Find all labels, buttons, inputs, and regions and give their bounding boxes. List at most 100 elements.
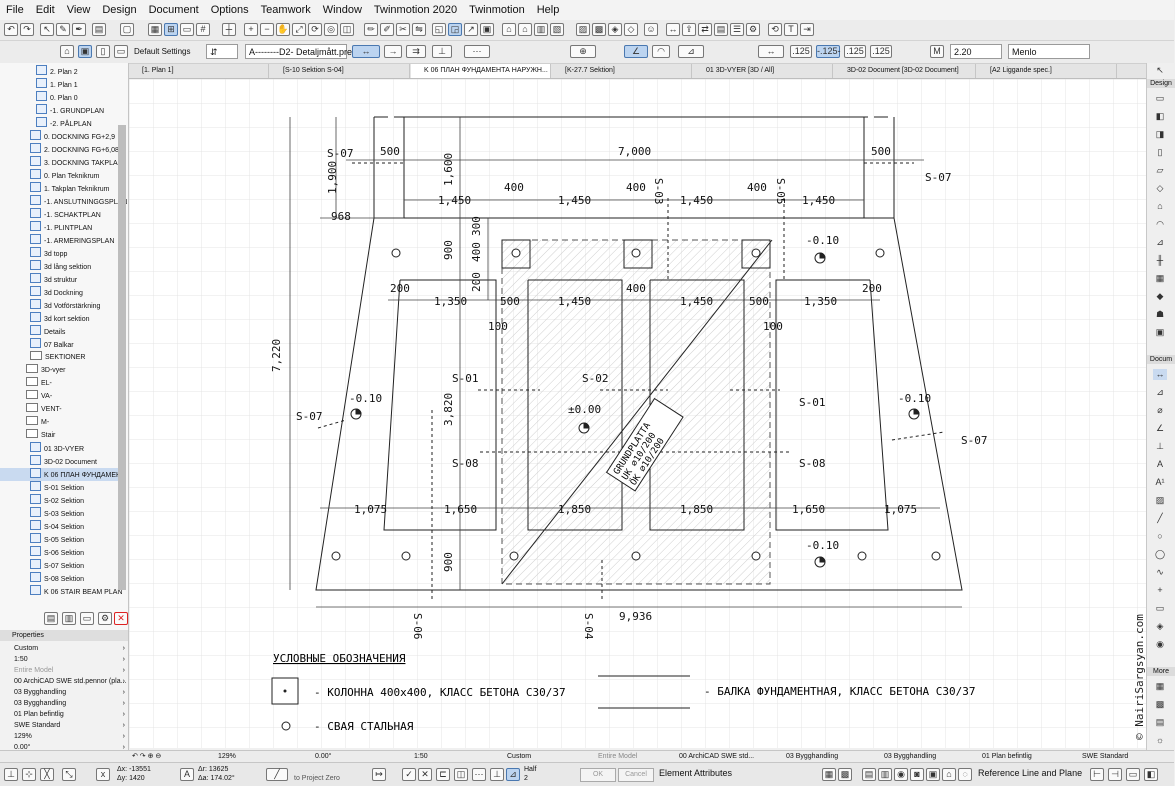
dim-arrow-icon[interactable]: → [384,45,402,58]
grid-tool-icon[interactable]: ▦ [1155,681,1165,691]
relative-coord-icon[interactable]: x [96,768,110,781]
navigator-item[interactable]: 0. DOCKNING FG+2,9 [0,130,118,143]
navigator-item[interactable]: 0. Plan Teknikrum [0,169,118,182]
zone-tool-icon[interactable]: ▣ [1155,327,1165,337]
skylight-tool-icon[interactable]: ▤ [1155,717,1165,727]
figure-tool-icon[interactable]: ▭ [1155,603,1165,613]
ruler-icon[interactable]: ▭ [180,23,194,36]
grid-snap-icon[interactable]: ▦ [148,23,162,36]
navigator-item[interactable]: S-05 Sektion [0,533,118,546]
menu-twinmotion[interactable]: Twinmotion [469,4,525,16]
property-row[interactable]: 01 Plan befintlig› [0,709,128,720]
navigator-item[interactable]: VA- [0,390,118,403]
undo-zoom-icon[interactable]: ↶ ↷ ⊕ ⊖ [132,753,162,760]
doc-icon[interactable]: ▤ [714,23,728,36]
cross-icon[interactable]: ✕ [418,768,432,781]
export-icon[interactable]: ⇥ [800,23,814,36]
dim-chain-icon[interactable]: ⋯ [464,45,490,58]
section-view-icon[interactable]: ▧ [550,23,564,36]
eye-icon[interactable]: ◉ [894,768,908,781]
vector-icon[interactable]: ↦ [372,768,386,781]
3d-cursor-icon[interactable]: ↗ [464,23,478,36]
window-view-icon[interactable]: ▨ [576,23,590,36]
railing-tool-icon[interactable]: ╫ [1156,255,1164,265]
dim-base-icon[interactable]: ⊥ [432,45,452,58]
navigator-item[interactable]: -2. PÅLPLAN [0,117,118,130]
radial-dim-icon[interactable]: ⌀ [1157,405,1163,415]
arrow-icon[interactable]: ↖ [40,23,54,36]
ref-line-icon[interactable]: ⊢ [1090,768,1104,781]
edge-snap-icon[interactable]: ⊏ [436,768,450,781]
teamwork-icon[interactable]: ⇄ [698,23,712,36]
morph-tool-icon[interactable]: ◆ [1156,291,1164,301]
menu-design[interactable]: Design [102,4,137,16]
polyline-tool-icon[interactable]: ◯ [1154,549,1166,559]
settings-icon[interactable]: ⚙ [98,612,112,625]
dim-format-1[interactable]: .125 [790,45,812,58]
model-view-value[interactable]: Entire Model [598,753,638,760]
midpoint-icon[interactable]: ⋯ [472,768,486,781]
rotate-icon[interactable]: ⟳ [308,23,322,36]
navigator-item[interactable]: -1. GRUNDPLAN [0,104,118,117]
layer-set-icon[interactable]: ◇ [624,23,638,36]
ref-center-icon[interactable]: ◧ [1144,768,1158,781]
person-icon[interactable]: ☺ [644,23,658,36]
lamp-tool-icon[interactable]: ☼ [1155,735,1165,745]
measure-icon[interactable]: ↔ [666,23,680,36]
view-tab[interactable]: [K-27.7 Sektion] [552,64,692,78]
door-tool-icon[interactable]: ◧ [1155,111,1165,121]
wall-tool-icon[interactable]: ▭ [1155,93,1165,103]
dim-standard-value[interactable]: SWE Standard [1082,753,1129,760]
navigator-item[interactable]: 01 3D-VYER [0,442,118,455]
gear-icon[interactable]: ⚙ [746,23,760,36]
navigator-item[interactable]: VENT- [0,403,118,416]
hotspot-tool-icon[interactable]: + [1157,585,1163,595]
fit-icon[interactable]: ⤢ [292,23,306,36]
navigator-item[interactable]: S-04 Sektion [0,520,118,533]
dim-style-select[interactable]: A--------D2- Detaljmått.pres [245,44,357,59]
building-icon[interactable]: ⌂ [518,23,532,36]
property-row[interactable]: 129%› [0,731,128,742]
slab-tool-icon[interactable]: ◇ [1156,183,1164,193]
navigator-item[interactable]: 0. Plan 0 [0,91,118,104]
view-tab[interactable]: [S-10 Sektion S-04] [270,64,410,78]
navigator-item[interactable]: 3d topp [0,247,118,260]
property-row[interactable]: 03 Bygghandling› [0,687,128,698]
tracker-icon[interactable]: ⤡ [62,768,76,781]
navigator-item[interactable]: -1. ANSLUTNINGGSPLAN [0,195,127,208]
polar-coord-icon[interactable]: A [180,768,194,781]
trim-icon[interactable]: ✂ [396,23,410,36]
camera-icon[interactable]: ◙ [910,768,924,781]
home-icon[interactable]: ⌂ [942,768,956,781]
menu-options[interactable]: Options [210,4,249,16]
view-tab[interactable]: [A2 Liggande spec.] [977,64,1117,78]
folder-icon[interactable]: ▭ [80,612,94,625]
navigator-item[interactable]: S-06 Sektion [0,546,118,559]
elevation-tool-icon[interactable]: ◉ [1156,639,1164,649]
navigator-item[interactable]: S-03 Sektion [0,507,118,520]
drawing-canvas[interactable]: 500 7,000 500 400 400 400 1,450 1,450 1,… [129,79,1146,748]
view-tab[interactable]: [1. Plan 1] [129,64,269,78]
mesh-tool-icon[interactable]: ▩ [1155,699,1165,709]
dim-linear-icon[interactable]: ↔ [352,45,380,58]
view-tab[interactable]: 01 3D-VYER [3D / All] [693,64,833,78]
navigator-item[interactable]: -1. SCHAKTPLAN [0,208,118,221]
stair-tool-icon[interactable]: ⊿ [1156,237,1164,247]
new-view-icon[interactable]: ▤ [44,612,58,625]
property-row[interactable]: Custom› [0,643,128,654]
elevation-dim-icon[interactable]: ⊥ [1156,441,1164,451]
dim-angle-icon[interactable]: ∠ [624,45,648,58]
column-tool-icon[interactable]: ▯ [1157,147,1163,157]
half-snap-icon[interactable]: ⊿ [506,768,520,781]
menu-help[interactable]: Help [536,4,560,16]
table-icon[interactable]: ▦ [822,768,836,781]
navigator-item[interactable]: 3d Dockning [0,286,118,299]
geometry-icon[interactable]: ▣ [78,45,92,58]
navigator-item[interactable]: K 06 ПЛАН ФУНДАМЕНТ [0,468,125,481]
navigator-item[interactable]: 3d lång sektion [0,260,118,273]
navigator-item[interactable]: 3D-vyer [0,364,118,377]
arc-tool-icon[interactable]: ○ [1157,531,1163,541]
view-tab[interactable]: 3D-02 Document [3D-02 Document] [834,64,976,78]
layer-toggle-icon[interactable]: ▤ [862,768,876,781]
select-icon[interactable]: ◱ [432,23,446,36]
